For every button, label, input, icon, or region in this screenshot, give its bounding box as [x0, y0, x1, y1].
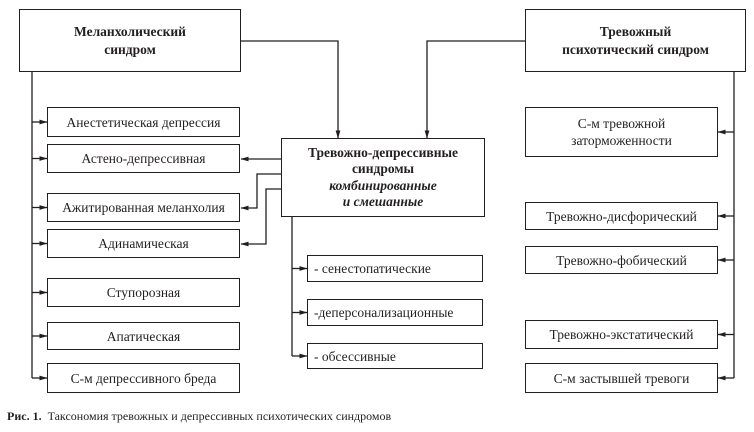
melancholic-item-depressive-delusion: С-м депрессивного бреда	[47, 363, 240, 393]
figure-caption: Рис. 1. Таксономия тревожных и депрессивн…	[7, 409, 391, 424]
item-label: Ажитированная меланхолия	[62, 200, 225, 215]
item-label: Тревожно-дисфорический	[546, 208, 697, 224]
anxious-item-dysphoric: Тревожно-дисфорический	[525, 202, 718, 230]
anxious-title-line1: Тревожный	[599, 23, 672, 39]
melancholic-item-adynamic: Адинамическая	[47, 229, 240, 258]
item-label: С-м депрессивного бреда	[70, 370, 217, 386]
item-label: С-м застывшей тревоги	[553, 370, 690, 386]
anxious-item-phobic: Тревожно-фобический	[525, 246, 718, 274]
arrow-center-to-agitated	[240, 173, 281, 211]
item-label: Тревожно-фобический	[556, 252, 687, 268]
item-label: Анестетическая депрессия	[66, 114, 221, 130]
melancholic-item-stuporous: Ступорозная	[47, 278, 240, 307]
melancholic-syndrome-box: Меланхолический синдром	[19, 9, 241, 72]
melancholic-title-line1: Меланхолический	[74, 23, 186, 39]
melancholic-title-line2: синдром	[104, 41, 156, 57]
anxious-item-ecstatic: Тревожно-экстатический	[525, 320, 718, 349]
center-item-obsessive: - обсессивные	[307, 343, 483, 369]
item-label: Адинамическая	[98, 236, 189, 251]
anxious-title-line2: психотический синдром	[562, 41, 709, 57]
center-item-depersonalization: -деперсонализационные	[307, 299, 483, 326]
item-label-line1: С-м тревожной	[577, 116, 666, 131]
center-subtitle-line1: комбинированные	[329, 177, 437, 193]
center-title-line2: синдромы	[351, 161, 415, 176]
arrow-anxious-to-center	[424, 40, 525, 139]
melancholic-item-asteno: Астено-депрессивная	[47, 144, 240, 173]
item-label: -деперсонализационные	[314, 305, 454, 320]
arrow-center-to-adynamic	[240, 188, 281, 247]
item-label: - сенестопатические	[314, 261, 431, 276]
item-label: Тревожно-экстатический	[549, 327, 694, 342]
center-subtitle-line2: и смешанные	[342, 194, 424, 209]
item-label: Астено-депрессивная	[81, 151, 206, 166]
anxious-item-frozen-anxiety: С-м застывшей тревоги	[525, 363, 718, 393]
melancholic-item-anesthetic: Анестетическая депрессия	[47, 107, 240, 137]
melancholic-item-apathetic: Апатическая	[47, 322, 240, 350]
center-item-senestopathic: - сенестопатические	[307, 255, 483, 282]
anxious-item-inhibited: С-м тревожной заторможенности	[525, 107, 718, 157]
figure-caption-text: Таксономия тревожных и депрессивных псих…	[47, 409, 392, 423]
anxious-depressive-syndromes-box: Тревожно-депрессивные синдромы комбиниро…	[281, 138, 485, 217]
anxious-psychotic-syndrome-box: Тревожный психотический синдром	[525, 9, 746, 72]
melancholic-item-agitated: Ажитированная меланхолия	[47, 193, 240, 222]
arrow-melancholic-to-center	[241, 40, 341, 139]
item-label: Ступорозная	[106, 285, 181, 300]
item-label: - обсессивные	[314, 348, 396, 364]
item-label-line2: заторможенности	[571, 133, 672, 148]
center-title-line1: Тревожно-депрессивные	[307, 144, 459, 160]
item-label: Апатическая	[106, 328, 181, 344]
figure-label: Рис. 1.	[7, 409, 42, 423]
